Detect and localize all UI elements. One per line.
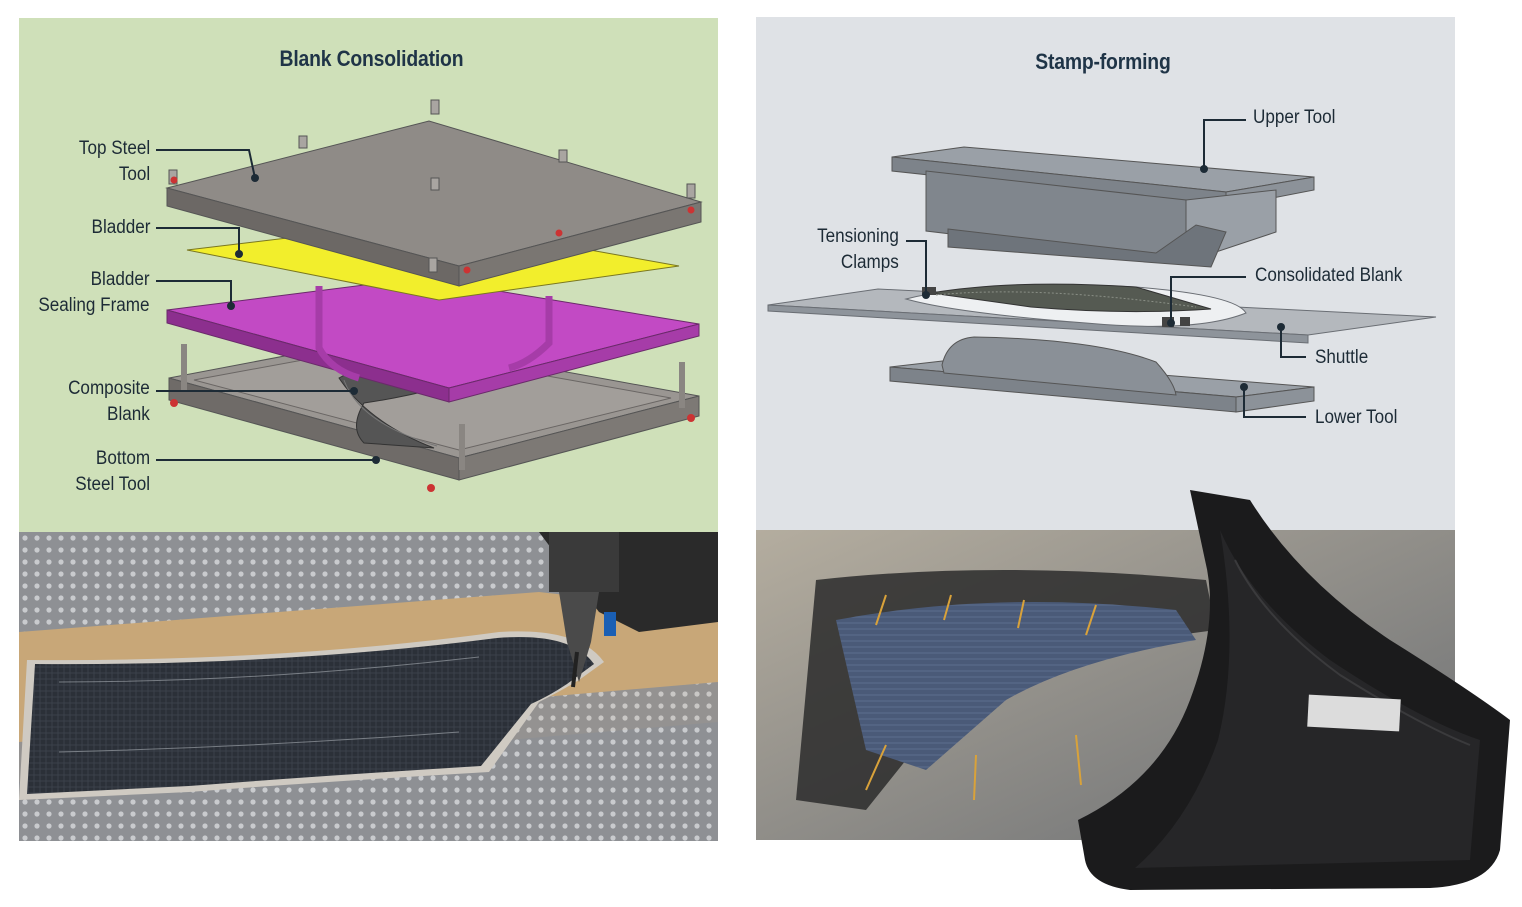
label-composite-blank: Composite Blank xyxy=(68,378,150,425)
label-shuttle: Shuttle xyxy=(1315,347,1369,368)
blank-consolidation-diagram xyxy=(156,99,703,492)
stamp-forming-title: Stamp-forming xyxy=(1035,49,1171,74)
consolidated-blank xyxy=(922,283,1212,327)
label-top-steel-tool: Top Steel Tool xyxy=(78,138,150,185)
leader-lines xyxy=(156,149,380,464)
label-consolidated-blank: Consolidated Blank xyxy=(1255,265,1403,286)
label-bottom-steel-tool: Bottom Steel Tool xyxy=(75,448,150,495)
leader-lines xyxy=(906,119,1306,418)
stamp-forming-panel: Stamp-forming xyxy=(756,17,1455,532)
label-upper-tool: Upper Tool xyxy=(1253,107,1336,128)
blank-trimming-photo xyxy=(19,532,718,841)
label-bladder-sealing-frame: Bladder Sealing Frame xyxy=(38,269,150,316)
stamp-forming-photo xyxy=(756,530,1455,840)
label-tensioning-clamps: Tensioning Clamps xyxy=(817,226,899,273)
label-lower-tool: Lower Tool xyxy=(1315,407,1398,428)
top-steel-tool xyxy=(165,99,703,287)
lower-tool xyxy=(889,336,1315,413)
stamp-forming-diagram xyxy=(767,119,1437,418)
label-bladder: Bladder xyxy=(91,217,150,238)
blank-consolidation-panel: Blank Consolidation xyxy=(19,18,718,532)
blank-consolidation-title: Blank Consolidation xyxy=(279,46,464,71)
upper-tool xyxy=(891,146,1315,268)
bladder-sealing-frame xyxy=(166,277,700,403)
